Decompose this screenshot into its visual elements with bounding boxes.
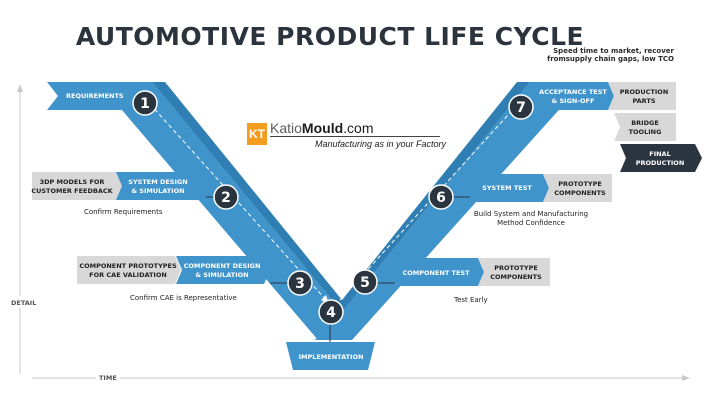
step-2-number: 2 [221,190,231,206]
side-component-prototypes-line-1: COMPONENT PROTOTYPES [79,262,177,270]
side-component-prototypes-line-2: FOR CAE VALIDATION [89,271,167,279]
y-axis-label: DETAIL [11,299,36,307]
caption-build-system-line-2: Method Confidence [497,219,565,227]
logo-divider [270,136,440,137]
caption-confirm-cae: Confirm CAE is Representative [130,294,237,302]
system-design-line-1: SYSTEM DESIGN [128,178,187,186]
x-axis-label: TIME [99,374,117,382]
logo-name-b: Mould [301,120,344,136]
v-left-arm [98,82,342,340]
bridge-tooling-box [614,113,676,141]
step-4-marker: 4 [318,299,344,325]
system-design-line-2: & SIMULATION [131,187,184,195]
logo-name-a: Katio [270,120,302,136]
y-axis-arrowhead [17,84,23,92]
side-3dp-line-2: CUSTOMER FEEDBACK [31,187,113,195]
step-7-number: 7 [516,100,526,116]
v-inner-shadow [152,82,342,312]
bridge-line-1: BRIDGE [631,119,659,127]
step-6-number: 6 [436,190,446,206]
final-line-2: PRODUCTION [636,159,685,167]
component-test-label: COMPONENT TEST [402,269,470,277]
step-5-marker: 5 [352,269,378,295]
final-line-1: FINAL [649,150,670,158]
side-prototype-5-line-2: COMPONENTS [490,273,542,281]
side-production-parts-line-2: PARTS [632,97,655,105]
side-prototype-6-line-2: COMPONENTS [554,189,606,197]
side-box-prototype-5 [478,258,550,286]
component-test-banner [395,258,484,286]
step-1-number: 1 [140,96,150,112]
page-title: AUTOMOTIVE PRODUCT LIFE CYCLE [75,22,585,51]
v-right-arm [315,82,584,340]
katiomould-logo-mark: KT [247,123,267,145]
acceptance-test-banner [530,82,614,110]
dashed-path-right [339,103,519,301]
step-6-marker: 6 [428,184,454,210]
x-axis-arrowhead [682,375,690,381]
benefit-note: Speed time to market, recover fromsupply… [547,47,674,63]
implementation-box [286,342,375,370]
step-2-marker: 2 [213,184,239,210]
side-production-parts-line-1: PRODUCTION [620,88,669,96]
component-design-line-2: & SIMULATION [195,271,248,279]
final-production-box [620,144,702,172]
bridge-line-2: TOOLING [629,128,662,136]
step-3-marker: 3 [287,270,313,296]
side-box-3dp-models [32,172,124,200]
step-1-marker: 1 [132,90,158,116]
step-4-number: 4 [326,305,336,321]
step-5-number: 5 [360,275,370,291]
side-box-production-parts [608,82,676,110]
step-3-number: 3 [295,276,305,292]
acceptance-test-line-1: ACCEPTANCE TEST [539,88,607,96]
side-box-component-prototypes [77,256,181,284]
implementation-label: IMPLEMENTATION [299,353,364,361]
system-design-banner [116,172,206,200]
component-design-line-1: COMPONENT DESIGN [184,262,261,270]
acceptance-test-line-2: & SIGN-OFF [552,97,595,105]
dashed-path-left [149,103,327,301]
side-prototype-5-line-1: PROTOTYPE [494,264,538,272]
component-design-banner [176,256,270,284]
requirements-label: REQUIREMENTS [66,92,124,100]
side-box-prototype-6 [543,174,612,202]
logo-name-c: .com [343,120,374,136]
system-test-label: SYSTEM TEST [482,184,532,192]
system-test-banner [470,174,549,202]
side-prototype-6-line-1: PROTOTYPE [558,180,602,188]
step-7-marker: 7 [508,94,534,120]
caption-build-system-line-1: Build System and Manufacturing [474,210,588,218]
caption-confirm-requirements: Confirm Requirements [84,208,163,216]
side-3dp-line-1: 3DP MODELS FOR [40,178,105,186]
requirements-banner [47,82,152,110]
katiomould-logo-name: KatioMould.com [270,120,373,136]
logo-tagline: Manufacturing as in your Factory [315,139,447,149]
caption-test-early: Test Early [453,296,488,304]
